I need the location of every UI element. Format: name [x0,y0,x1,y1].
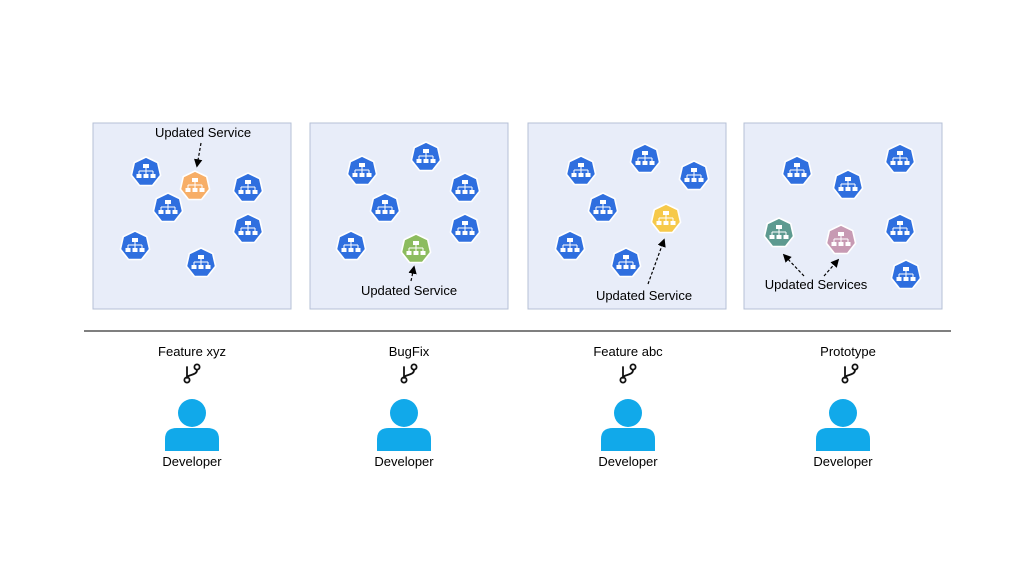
service-icon [587,192,619,223]
git-branch-icon [619,363,637,384]
service-icon [565,155,597,186]
service-icon [449,172,481,203]
updated-service-icon [825,224,857,255]
branch-label: Feature xyz [158,344,226,359]
environment-panel-prototype: Updated Services [743,122,943,310]
environment-panel-feature-abc: Updated Service [527,122,727,310]
branch-label: Feature abc [593,344,663,359]
updated-service-icon [763,217,795,248]
service-icon [629,143,661,174]
developer-label: Developer [598,454,658,469]
updated-service-icon [400,233,432,264]
service-icon [152,192,184,223]
updated-service-icon [650,203,682,234]
developer-prototype: Prototype Developer [813,344,875,469]
git-branch-icon [183,363,201,384]
annotation-arrow [823,258,840,277]
service-icon [610,247,642,278]
developer-person-icon [165,399,219,451]
service-icon [890,259,922,290]
developer-label: Developer [162,454,222,469]
service-icon [884,213,916,244]
environment-panel-feature-xyz: Updated Service [92,122,292,310]
annotation-arrow [647,238,666,285]
annotation-arrow [194,142,203,168]
git-branch-icon [841,363,859,384]
service-icon [346,155,378,186]
service-icon [369,192,401,223]
developer-feature-abc: Feature abc Developer [593,344,663,469]
service-icon [232,213,264,244]
updated-services-annotation: Updated Services [765,277,868,292]
environment-panel-bugfix: Updated Service [309,122,509,310]
developer-feature-xyz: Feature xyz Developer [158,344,226,469]
updated-service-annotation: Updated Service [361,283,457,298]
developer-person-icon [816,399,870,451]
panel-background [92,122,292,310]
service-icon [335,230,367,261]
service-icon [832,169,864,200]
service-icon [449,213,481,244]
developer-person-icon [601,399,655,451]
service-icon [678,160,710,191]
developer-bugfix: BugFix Developer [374,344,434,469]
service-icon [185,247,217,278]
service-icon [781,155,813,186]
developer-person-icon [377,399,431,451]
updated-service-annotation: Updated Service [596,288,692,303]
service-icon [232,172,264,203]
service-icon [884,143,916,174]
service-icon [554,230,586,261]
branch-label: Prototype [820,344,876,359]
service-icon [130,156,162,187]
branch-label: BugFix [389,344,430,359]
developer-label: Developer [374,454,434,469]
service-icon [119,230,151,261]
panel-background [309,122,509,310]
developer-label: Developer [813,454,873,469]
annotation-arrow [408,265,417,282]
updated-service-icon [179,170,211,201]
panel-background [527,122,727,310]
git-branch-icon [400,363,418,384]
updated-service-annotation: Updated Service [155,125,251,140]
service-icon [410,141,442,172]
